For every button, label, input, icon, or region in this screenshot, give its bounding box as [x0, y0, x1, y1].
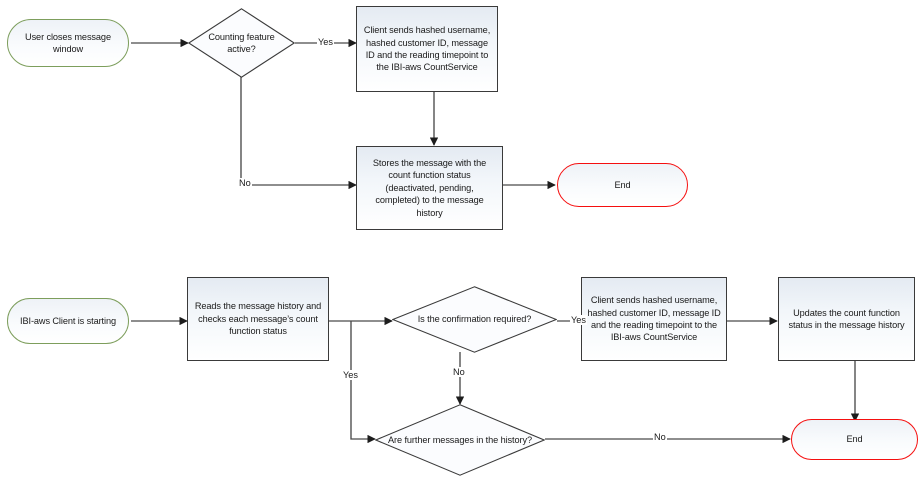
node-process-updates-count-function-status[interactable]: Updates the count function status in the… [778, 277, 915, 361]
node-decision-is-the-confirmation-required[interactable]: Is the confirmation required? [392, 286, 557, 353]
node-label: Is the confirmation required? [417, 314, 532, 325]
diamond-shape-icon [392, 286, 557, 353]
node-decision-are-further-messages-in-history[interactable]: Are further messages in the history? [375, 404, 545, 476]
node-label: Client sends hashed username, hashed cus… [363, 25, 491, 73]
node-start-ibi-aws-client-is-starting[interactable]: IBI-aws Client is starting [7, 298, 129, 344]
edge-label-decision3-no: No [653, 432, 667, 442]
edge-label-decision1-yes: Yes [317, 37, 334, 47]
edge-label-decision2-no: No [452, 367, 466, 377]
node-label: IBI-aws Client is starting [20, 315, 116, 326]
node-process-client-sends-count-data-bottom[interactable]: Client sends hashed username, hashed cus… [581, 277, 727, 361]
edge-label-decision2-yes: Yes [570, 315, 587, 325]
diamond-shape-icon [188, 8, 295, 78]
node-label: End [846, 434, 863, 445]
node-end-top-flow[interactable]: End [557, 163, 688, 207]
node-start-user-closes-message-window[interactable]: User closes message window [7, 19, 129, 67]
connector-process3-yes-to-decision3 [350, 321, 376, 444]
node-decision-counting-feature-active[interactable]: Counting feature active? [188, 8, 295, 78]
connector-decision1-no-to-process2 [240, 69, 357, 190]
node-label: User closes message window [25, 31, 111, 54]
node-label: Are further messages in the history? [388, 434, 532, 445]
node-label: Client sends hashed username, hashed cus… [587, 295, 721, 343]
edge-label-process3-yes: Yes [342, 370, 359, 380]
node-end-bottom-flow[interactable]: End [791, 419, 918, 460]
node-label: Updates the count function status in the… [788, 307, 905, 330]
node-label: Counting feature active? [208, 31, 275, 54]
node-process-stores-message-with-status[interactable]: Stores the message with the count functi… [356, 146, 503, 230]
node-label: Stores the message with the count functi… [372, 157, 487, 218]
diamond-shape-icon [375, 404, 545, 476]
node-process-client-sends-count-data-top[interactable]: Client sends hashed username, hashed cus… [356, 6, 498, 92]
node-label: End [614, 179, 631, 190]
edge-label-decision1-no: No [238, 178, 252, 188]
node-label: Reads the message history and checks eac… [194, 301, 322, 337]
node-process-reads-message-history[interactable]: Reads the message history and checks eac… [187, 277, 329, 361]
